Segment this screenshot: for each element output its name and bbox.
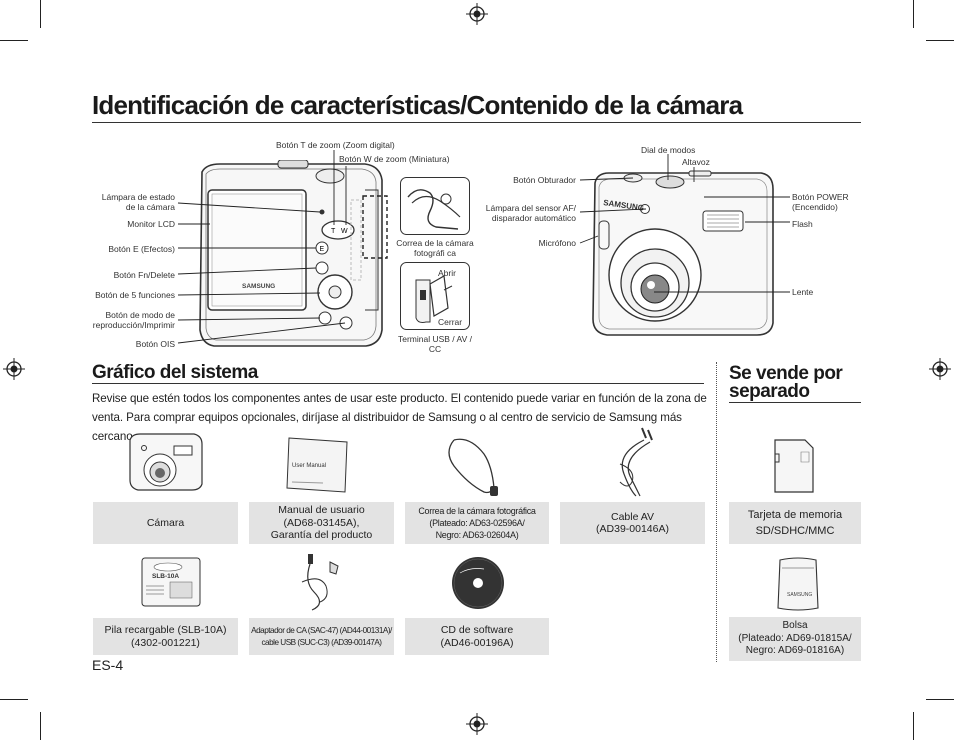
- system-intro-text: Revise que estén todos los componentes a…: [92, 392, 707, 443]
- label-zoom-t: Botón T de zoom (Zoom digital): [276, 140, 395, 150]
- system-item-caption: Correa de la cámara fotográfica (Platead…: [405, 502, 549, 544]
- system-item-caption: Pila recargable (SLB-10A) (4302-001221): [93, 618, 238, 655]
- title-underline: [92, 122, 861, 123]
- svg-text:E: E: [320, 246, 325, 253]
- crop-mark: [926, 40, 954, 41]
- label-speaker: Altavoz: [682, 157, 710, 167]
- svg-text:SAMSUNG: SAMSUNG: [787, 592, 812, 598]
- system-heading-underline: [92, 383, 704, 384]
- crop-mark: [0, 40, 28, 41]
- usb-cable-icon: [301, 554, 339, 611]
- pouch-icon: SAMSUNG: [777, 557, 819, 611]
- separate-item-caption: Tarjeta de memoria SD/SDHC/MMC: [729, 502, 861, 544]
- crop-mark: [40, 712, 41, 740]
- av-cable-icon: [619, 427, 653, 497]
- label-lcd: Monitor LCD: [127, 219, 175, 229]
- label-5-function: Botón de 5 funciones: [95, 290, 175, 300]
- system-item-caption: Adaptador de CA (SAC-47) (AD44-00131A)/ …: [249, 618, 394, 655]
- label-zoom-w: Botón W de zoom (Miniatura): [339, 154, 450, 164]
- svg-text:T: T: [331, 228, 336, 235]
- svg-text:W: W: [341, 228, 348, 235]
- strap-icon: [448, 438, 498, 496]
- camera-back-illustration: T W E SAMSUNG: [199, 160, 388, 347]
- svg-text:SLB-10A: SLB-10A: [152, 573, 179, 580]
- system-item-caption: Manual de usuario (AD68-03145A), Garantí…: [249, 502, 394, 544]
- label-lens: Lente: [792, 287, 814, 297]
- registration-mark-icon: [466, 713, 488, 735]
- label-open: Abrir: [438, 268, 456, 278]
- label-fn-button: Botón Fn/Delete: [113, 270, 175, 280]
- label-af-lamp: Lámpara del sensor AF/disparador automát…: [485, 203, 576, 223]
- crop-mark: [913, 712, 914, 740]
- manual-icon: User Manual: [286, 437, 348, 493]
- strap-detail-illustration: [400, 177, 470, 235]
- label-usb-terminal: Terminal USB / AV /CC: [397, 334, 472, 354]
- svg-text:SAMSUNG: SAMSUNG: [242, 283, 275, 290]
- page-number: ES-4: [92, 657, 124, 673]
- label-mode-dial: Dial de modos: [641, 145, 696, 155]
- battery-icon: SLB-10A: [141, 557, 201, 607]
- registration-mark-icon: [466, 3, 488, 25]
- page-title: Identificación de características/Conten…: [92, 90, 743, 120]
- system-item-caption: CD de software (AD46-00196A): [405, 618, 549, 655]
- label-ois: Botón OIS: [135, 339, 175, 349]
- registration-mark-icon: [929, 358, 951, 380]
- label-close: Cerrar: [438, 317, 463, 327]
- system-item-caption: Cable AV (AD39-00146A): [560, 502, 705, 544]
- usb-terminal-illustration: [400, 262, 470, 330]
- label-power: Botón POWER(Encendido): [792, 192, 849, 212]
- crop-mark: [40, 0, 41, 28]
- label-e-button: Botón E (Efectos): [108, 244, 175, 254]
- cd-icon: [452, 557, 504, 609]
- system-item-caption: Cámara: [93, 502, 238, 544]
- label-shutter: Botón Obturador: [513, 175, 576, 185]
- crop-mark: [0, 699, 28, 700]
- svg-text:User Manual: User Manual: [292, 463, 326, 469]
- label-flash: Flash: [792, 219, 813, 229]
- separate-item-caption: Bolsa (Plateado: AD69-01815A/ Negro: AD6…: [729, 617, 861, 661]
- separate-heading-underline: [729, 402, 861, 403]
- crop-mark: [913, 0, 914, 28]
- registration-mark-icon: [3, 358, 25, 380]
- crop-mark: [926, 699, 954, 700]
- sd-card-icon: [774, 439, 814, 493]
- column-divider: [716, 362, 717, 662]
- section-heading-system: Gráfico del sistema: [92, 362, 258, 383]
- label-microphone: Micrófono: [538, 238, 576, 248]
- camera-icon: [129, 433, 203, 491]
